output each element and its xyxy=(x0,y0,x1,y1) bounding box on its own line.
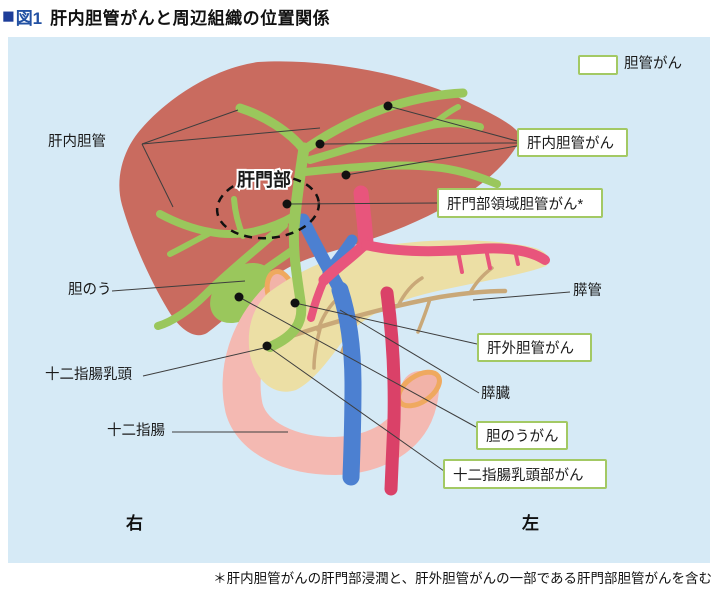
legend-swatch xyxy=(578,55,618,75)
cancer-box-extrahepatic: 肝外胆管がん xyxy=(477,333,592,362)
common-bile-duct xyxy=(265,142,310,352)
figure-title-bar: ■ 図1 肝内胆管がんと周辺組織の位置関係 xyxy=(0,0,718,33)
hepatic-splenic-arteries xyxy=(307,185,550,322)
figure-number: 図1 xyxy=(15,9,43,28)
label-intrahepatic-bile-duct: 肝内胆管 xyxy=(48,134,106,150)
legend-label: 胆管がん xyxy=(624,56,682,72)
cancer-box-intrahepatic: 肝内胆管がん xyxy=(517,128,628,157)
label-right-side: 右 xyxy=(126,514,143,533)
label-duodenal-papilla: 十二指腸乳頭 xyxy=(45,367,132,383)
label-gallbladder: 胆のう xyxy=(68,282,112,298)
footnote: ＊肝内胆管がんの肝門部浸潤と、肝外胆管がんの一部である肝門部胆管がんを含む xyxy=(213,571,712,586)
hilum-dashed-outline xyxy=(215,174,321,240)
label-pancreas: 膵臓 xyxy=(481,386,510,402)
figure-title: 肝内胆管がんと周辺組織の位置関係 xyxy=(50,9,331,28)
label-duodenum: 十二指腸 xyxy=(107,423,165,439)
cancer-box-ampullary: 十二指腸乳頭部がん xyxy=(443,459,607,489)
label-pancreatic-duct: 膵管 xyxy=(573,283,602,299)
mesenteric-artery xyxy=(380,286,401,496)
leader-lines xyxy=(111,105,571,472)
hilum-label: 肝門部 xyxy=(237,169,291,190)
title-square-icon: ■ xyxy=(2,5,15,28)
cancer-box-perihilar: 肝門部領域胆管がん* xyxy=(437,188,603,218)
cancer-site-dots xyxy=(234,101,393,351)
label-left-side: 左 xyxy=(522,514,539,533)
cancer-box-gallbladder: 胆のうがん xyxy=(476,421,568,450)
